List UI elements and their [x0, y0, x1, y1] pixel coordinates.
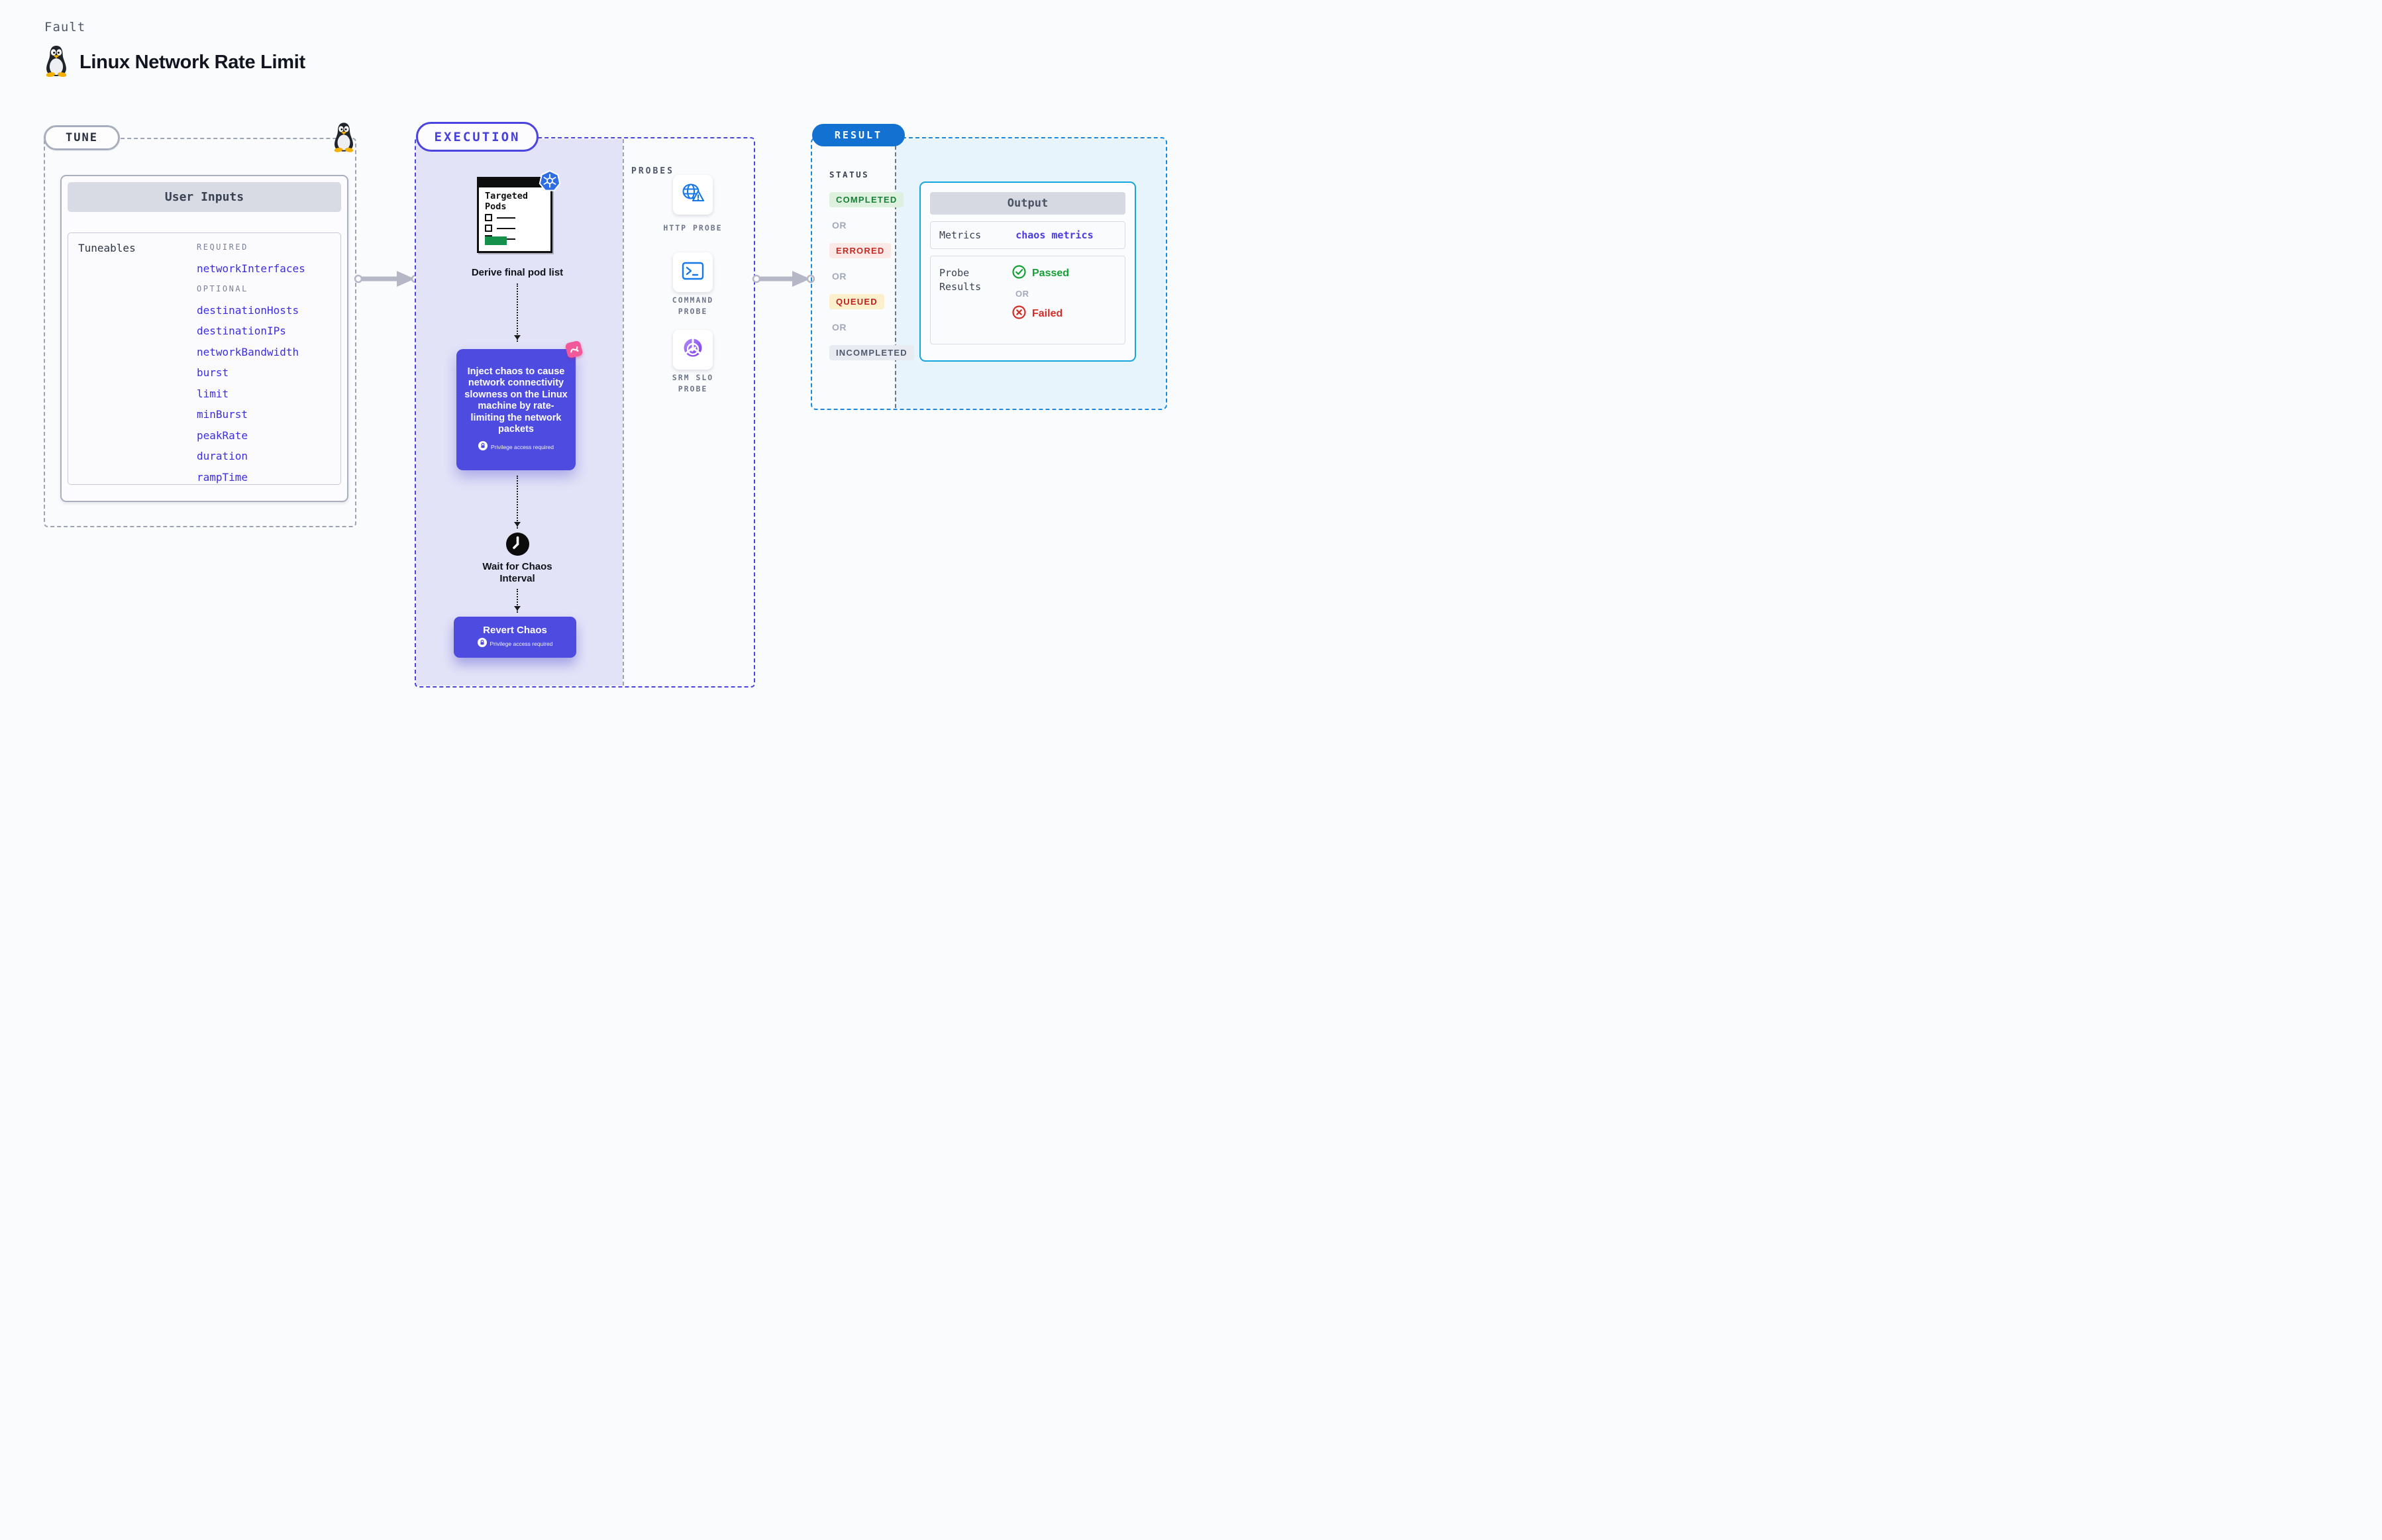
user-inputs-title: User Inputs — [68, 182, 341, 212]
result-badge: RESULT — [812, 124, 905, 146]
tuneables-box: Tuneables REQUIRED networkInterfaces OPT… — [68, 232, 341, 485]
page-title: Linux Network Rate Limit — [79, 52, 305, 73]
probe-passed-item: Passed — [1012, 265, 1069, 282]
status-badge-errored: ERRORED — [829, 243, 892, 258]
terminal-icon — [682, 262, 704, 283]
derive-pod-list-label: Derive final pod list — [471, 267, 564, 278]
result-section-box — [811, 137, 1167, 410]
passed-label: Passed — [1032, 268, 1070, 279]
status-badge-completed: COMPLETED — [829, 192, 904, 207]
execution-badge: EXECUTION — [416, 122, 539, 152]
http-probe-card — [673, 175, 713, 215]
chaos-logo-icon — [564, 340, 584, 359]
status-column: STATUS COMPLETED OR ERRORED OR QUEUED OR… — [829, 170, 914, 360]
metrics-row: Metrics chaos metrics — [930, 221, 1125, 249]
srm-slo-probe-card — [673, 330, 713, 370]
pod-checkbox-row — [485, 214, 515, 221]
lock-icon — [477, 637, 487, 650]
or-label: OR — [1015, 289, 1029, 299]
tuneable-item: networkBandwidth — [197, 345, 299, 358]
inject-chaos-step: Inject chaos to cause network connectivi… — [456, 340, 584, 470]
metrics-value: chaos metrics — [1015, 229, 1094, 241]
slo-donut-check-icon — [681, 336, 705, 364]
flow-arrow-down-icon — [514, 589, 521, 613]
required-label: REQUIRED — [197, 242, 248, 252]
or-label: OR — [832, 322, 847, 333]
targeted-pods-title: Targeted Pods — [485, 191, 529, 212]
probe-results-label: Probe Results — [939, 267, 982, 293]
probe-failed-item: Failed — [1012, 305, 1069, 323]
tuneable-item: burst — [197, 366, 229, 379]
lock-icon — [478, 440, 488, 454]
tuneable-item: peakRate — [197, 429, 248, 442]
tune-section-box — [44, 138, 356, 527]
probes-divider — [623, 139, 624, 686]
http-probe-label: HTTP PROBE — [663, 223, 723, 232]
user-inputs-card: User Inputs Tuneables REQUIRED networkIn… — [60, 175, 348, 502]
document-header-bar — [478, 178, 551, 187]
privilege-note: Privilege access required — [491, 444, 554, 450]
status-badge-incompleted: INCOMPLETED — [829, 345, 914, 360]
or-label: OR — [832, 271, 847, 282]
privilege-note: Privilege access required — [490, 641, 553, 647]
status-badge-queued: QUEUED — [829, 294, 884, 309]
execution-to-result-arrow-icon — [751, 270, 815, 291]
revert-chaos-label: Revert Chaos — [483, 624, 547, 636]
targeted-pods-document: Targeted Pods — [477, 170, 561, 253]
tuneables-label: Tuneables — [78, 242, 136, 254]
failed-label: Failed — [1032, 308, 1063, 319]
tuneable-item: minBurst — [197, 408, 248, 421]
revert-chaos-step: Revert Chaos Privilege access required — [454, 617, 576, 658]
wait-for-chaos-label: Wait for Chaos Interval — [482, 561, 552, 584]
check-circle-icon — [1012, 265, 1026, 282]
selected-pods-highlight — [485, 236, 507, 245]
flow-arrow-down-icon — [514, 283, 521, 342]
tune-to-execution-arrow-icon — [353, 270, 420, 291]
kubernetes-wheel-icon — [539, 170, 561, 196]
tuneable-item: destinationHosts — [197, 303, 299, 317]
pod-checkbox-row — [485, 225, 515, 232]
clock-icon — [505, 532, 530, 560]
linux-tux-icon — [332, 122, 356, 156]
tune-badge: TUNE — [44, 125, 120, 150]
status-label: STATUS — [829, 170, 870, 180]
optional-label: OPTIONAL — [197, 284, 248, 293]
output-title: Output — [930, 192, 1125, 215]
probe-results-row: Probe Results Passed OR — [930, 256, 1125, 344]
fault-diagram: Fault Linux Network Rate Limit TUNE — [0, 0, 1191, 770]
metrics-label: Metrics — [939, 229, 982, 241]
tuneable-item: rampTime — [197, 470, 248, 484]
tuneable-item: destinationIPs — [197, 325, 286, 337]
or-label: OR — [832, 220, 847, 231]
probes-label: PROBES — [631, 166, 674, 176]
execution-section-box — [415, 137, 755, 688]
tuneable-item: duration — [197, 450, 248, 462]
tuneable-item: networkInterfaces — [197, 262, 305, 275]
linux-tux-icon — [42, 45, 70, 80]
srm-slo-probe-label: SRM SLO PROBE — [672, 373, 714, 393]
x-circle-icon — [1012, 305, 1026, 323]
fault-eyebrow-label: Fault — [44, 20, 86, 34]
command-probe-card — [673, 252, 713, 292]
flow-arrow-down-icon — [514, 476, 521, 529]
globe-alert-icon — [681, 183, 705, 207]
inject-chaos-description: Inject chaos to cause network connectivi… — [464, 366, 568, 435]
command-probe-label: COMMAND PROBE — [672, 295, 714, 316]
tuneable-item: limit — [197, 387, 229, 400]
output-card: Output Metrics chaos metrics Probe Resul… — [919, 181, 1136, 362]
